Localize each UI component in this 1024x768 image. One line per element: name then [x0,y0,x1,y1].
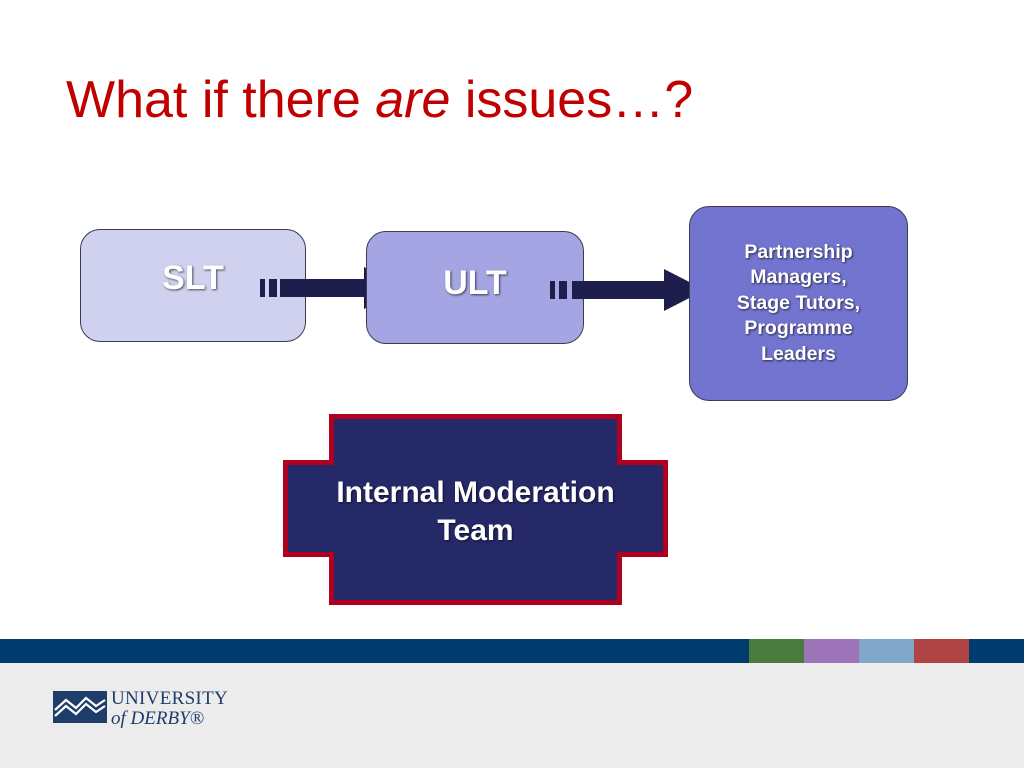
title-emphasis: are [375,71,451,129]
pm-line: Partnership [744,241,853,264]
imt-line: Team [437,514,514,548]
color-swatch-red [914,639,969,663]
partnership-managers-box: Partnership Managers, Stage Tutors, Prog… [689,206,908,401]
university-logo-icon [53,691,107,723]
slt-label: SLT [162,259,224,297]
internal-moderation-team-shape [283,414,668,605]
slt-box: SLT [80,229,306,342]
color-swatch-purple [804,639,859,663]
logo-derby-text: of DERBY® [111,708,205,729]
logo-university-text: UNIVERSITY [111,688,228,709]
internal-moderation-team-label: Internal Moderation Team [283,474,668,550]
pm-line: Stage Tutors, [736,291,861,314]
color-swatch-blue [859,639,914,663]
color-swatch-green [749,639,804,663]
imt-line: Internal Moderation [336,476,615,509]
ult-label: ULT [443,264,507,302]
partnership-managers-text: Partnership Managers, Stage Tutors, Prog… [737,240,860,367]
slide-title: What if there are issues…? [66,74,693,126]
pm-line: Leaders [761,342,836,365]
pm-line: Programme [744,317,853,340]
footer-area [0,663,1024,768]
pm-line: Managers, [750,266,847,289]
title-part-1: What if there [66,71,376,129]
arrow-ult-to-pm [550,269,705,311]
title-part-2: issues…? [450,71,694,129]
